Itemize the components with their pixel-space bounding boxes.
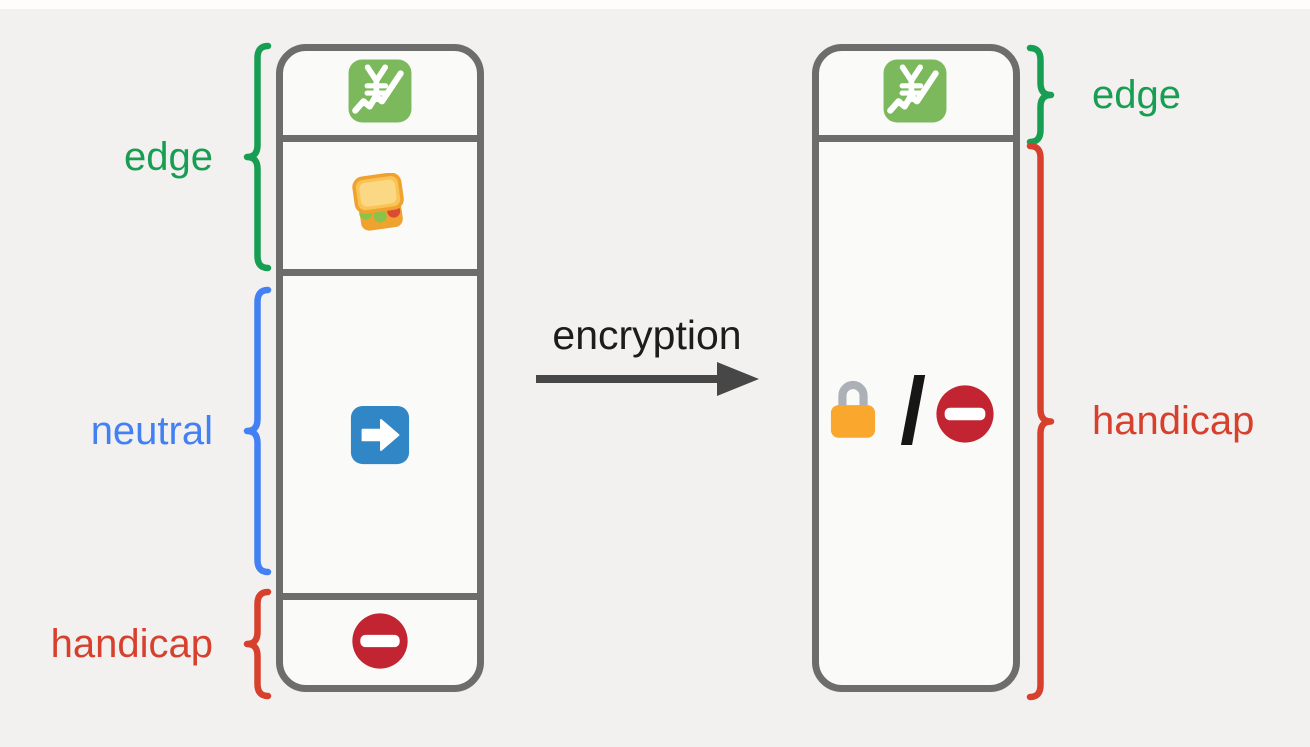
- neutral-brace-left: [243, 286, 272, 576]
- left-column: [276, 44, 484, 692]
- chart-increasing-with-yen-icon: [348, 59, 412, 123]
- encryption-arrow: [536, 362, 759, 396]
- left-divider-1: [283, 135, 477, 142]
- edge-brace-right: [1026, 44, 1055, 146]
- left-divider-2: [283, 269, 477, 276]
- no-entry-icon: [936, 385, 994, 443]
- left-divider-3: [283, 593, 477, 600]
- sandwich-icon: [352, 173, 404, 231]
- handicap-brace-left: [243, 588, 272, 700]
- label-handicap-right: handicap: [1092, 399, 1255, 443]
- right-column: /: [812, 44, 1020, 692]
- chart-increasing-with-yen-icon: [883, 59, 947, 123]
- right-divider-1: [819, 135, 1013, 142]
- edge-brace-left: [243, 42, 272, 272]
- right-arrow-icon: [350, 405, 410, 465]
- slash-separator: /: [899, 358, 927, 463]
- lock-icon: [830, 380, 876, 438]
- encryption-label: encryption: [552, 312, 742, 358]
- label-neutral-left: neutral: [90, 409, 213, 453]
- label-handicap-left: handicap: [50, 622, 213, 666]
- label-edge-right: edge: [1092, 73, 1181, 117]
- handicap-brace-right: [1026, 142, 1055, 701]
- label-edge-left: edge: [124, 135, 213, 179]
- top-strip: [0, 0, 1310, 9]
- no-entry-icon: [352, 613, 408, 669]
